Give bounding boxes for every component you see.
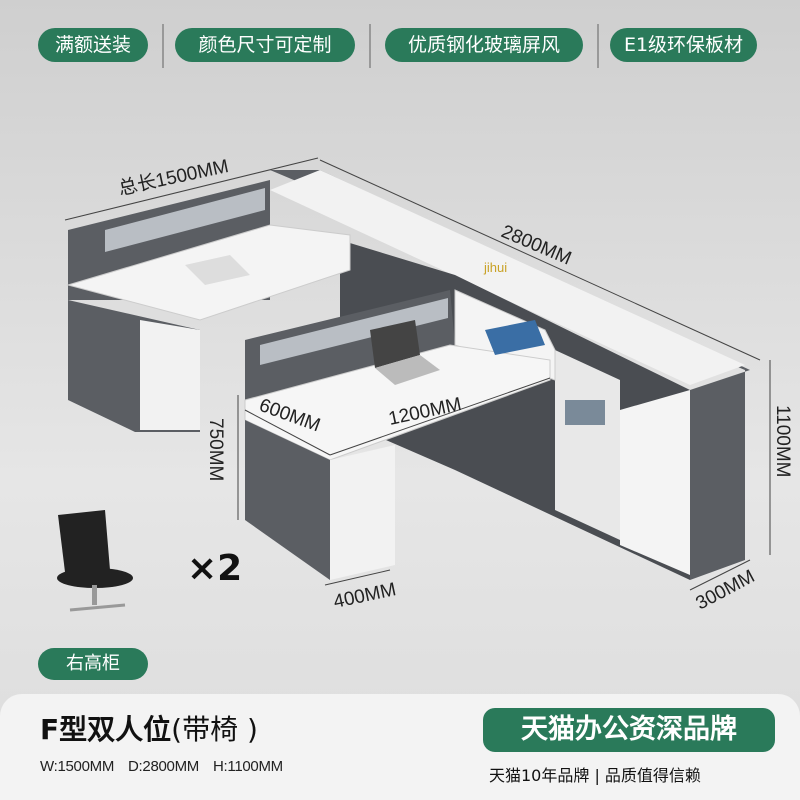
front-glass-screen (260, 298, 448, 365)
product-title: F型双人位(带椅 ) (40, 708, 258, 748)
divider (369, 24, 371, 68)
dim-cabinet-height: 1100MM (772, 405, 793, 478)
brand-headline: 天猫办公资深品牌 (483, 708, 775, 752)
left-glass-screen (105, 188, 265, 252)
badge-tempered-glass: 优质钢化玻璃屏风 (385, 28, 583, 62)
chair-quantity: ×2 (187, 548, 243, 589)
title-light: (带椅 ) (171, 713, 258, 746)
spec-height: H:1100MM (212, 758, 283, 775)
books (485, 320, 545, 355)
storage-box (565, 400, 605, 425)
laptop-screen (370, 320, 420, 368)
open-shelf (555, 350, 620, 540)
back-cabinet-top (270, 170, 745, 385)
dim-desk-height: 750MM (205, 418, 226, 481)
office-chair (57, 510, 133, 612)
badge-free-install: 满额送装 (38, 28, 148, 62)
product-specs: W:1500MM D:2800MM H:1100MM (40, 758, 297, 775)
front-desk-side (245, 420, 330, 580)
spec-width: W:1500MM (40, 758, 115, 775)
watermark: jihui (483, 260, 507, 275)
title-bold: F型双人位 (40, 713, 172, 746)
book (185, 255, 250, 285)
left-pedestal (140, 320, 200, 430)
front-pedestal (330, 445, 395, 580)
dim-pedestal-width: 400MM (332, 579, 398, 613)
cabinet-door (620, 390, 690, 575)
back-cabinet-side (270, 170, 750, 580)
laptop-base (375, 355, 440, 385)
variant-label: 右高柜 (38, 648, 148, 680)
spec-depth: D:2800MM (128, 758, 199, 775)
dimension-lines (64, 157, 771, 591)
badge-custom-size: 颜色尺寸可定制 (175, 28, 355, 62)
brand-tagline: 天猫10年品牌 | 品质值得信赖 (489, 766, 701, 785)
divider (597, 24, 599, 68)
divider (162, 24, 164, 68)
badge-e1-board: E1级环保板材 (610, 28, 757, 62)
